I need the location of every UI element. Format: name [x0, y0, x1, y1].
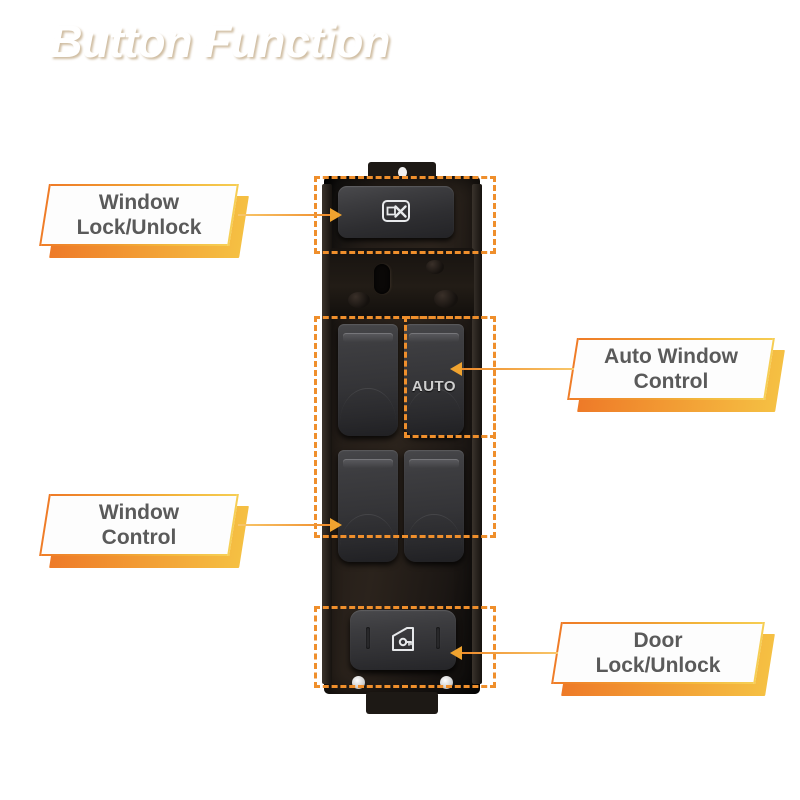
callout-label: Auto Window Control	[604, 345, 738, 393]
leader-line-window-lock	[238, 214, 334, 216]
callout-window-lock-unlock[interactable]: Window Lock/Unlock	[39, 184, 249, 258]
door-btn-tick-right	[436, 627, 440, 649]
highlight-door-lock	[314, 606, 496, 688]
callout-door-lock-unlock[interactable]: Door Lock/Unlock	[551, 622, 775, 696]
callout-window-control[interactable]: Window Control	[39, 494, 249, 568]
callout-label: Window Control	[98, 501, 180, 549]
arrow-door-lock	[450, 646, 462, 660]
rocker-ridge	[342, 333, 394, 342]
arrow-auto-window	[450, 362, 462, 376]
door-btn-tick-left	[366, 627, 370, 649]
arrow-window-control	[330, 518, 342, 532]
auto-window-rocker[interactable]: AUTO	[404, 324, 464, 436]
right-side-rail	[472, 184, 482, 684]
panel-dimple-right	[434, 290, 458, 308]
callout-label: Window Lock/Unlock	[76, 191, 202, 239]
rocker-curve	[406, 514, 462, 548]
rocker-ridge	[408, 459, 460, 468]
window-rocker-upper-left[interactable]	[338, 324, 398, 436]
top-screw-hole	[398, 167, 407, 178]
door-lock-button[interactable]	[350, 610, 456, 670]
leader-line-window-control	[238, 524, 334, 526]
rocker-curve	[406, 388, 462, 422]
rocker-curve	[340, 514, 396, 548]
page-title: Button Function	[50, 16, 390, 67]
window-lock-button[interactable]	[338, 186, 454, 238]
mounting-screw-slot	[374, 264, 390, 294]
panel-mid-face	[330, 248, 474, 318]
callout-label: Door Lock/Unlock	[595, 629, 721, 677]
window-lock-icon	[382, 200, 410, 222]
window-rocker-lower-right[interactable]	[404, 450, 464, 562]
window-rocker-lower-left[interactable]	[338, 450, 398, 562]
rocker-ridge	[342, 459, 394, 468]
panel-dimple-left	[348, 292, 370, 308]
rocker-curve	[340, 388, 396, 422]
rocker-ridge	[408, 333, 460, 342]
bottom-mounting-tab	[366, 692, 438, 714]
left-side-rail	[322, 184, 332, 684]
highlight-window-control	[314, 316, 496, 538]
callout-auto-window-control[interactable]: Auto Window Control	[567, 338, 785, 412]
leader-line-door-lock	[462, 652, 558, 654]
leader-line-auto-window	[462, 368, 574, 370]
door-lock-icon	[392, 627, 414, 651]
panel-dimple-top-right	[426, 260, 444, 274]
arrow-window-lock	[330, 208, 342, 222]
